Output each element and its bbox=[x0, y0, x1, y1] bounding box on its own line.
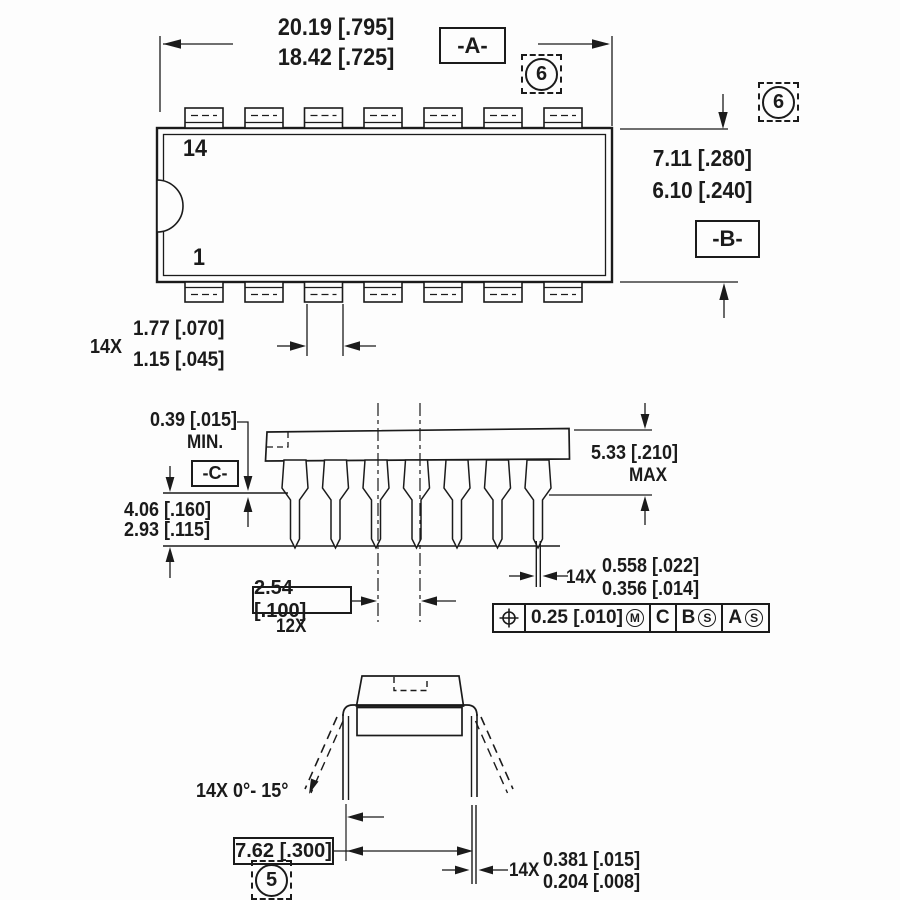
lead-thickness-qty: 14X bbox=[566, 567, 597, 588]
position-tolerance-icon bbox=[499, 608, 519, 628]
dim-standoff-min: 0.39 [.015] bbox=[150, 409, 238, 431]
dim-pitch-basic: 2.54 [.100] bbox=[252, 577, 352, 622]
fcf-datum3-letter: A bbox=[728, 607, 743, 628]
fcf-tolerance-value: 0.25 [.010] bbox=[531, 607, 623, 628]
datum-c-flag: -C- bbox=[191, 460, 239, 487]
dim-package-length-max: 20.19 [.795] bbox=[277, 14, 395, 41]
dim-end-lead-thickness-max: 0.381 [.015] bbox=[543, 849, 641, 871]
fcf-symbol-cell bbox=[492, 603, 526, 633]
note-5-number: 5 bbox=[255, 863, 288, 897]
fcf-datum1-cell: C bbox=[648, 603, 677, 633]
standoff-qualifier: MIN. bbox=[187, 432, 224, 453]
fcf-datum3-cell: A S bbox=[721, 603, 771, 633]
dim-lead-angle: 14X 0°- 15° bbox=[196, 780, 289, 802]
dim-lead-width-max: 1.77 [.070] bbox=[133, 317, 225, 340]
fcf-tolerance-cell: 0.25 [.010] M bbox=[524, 603, 651, 633]
end-view-linework bbox=[304, 675, 514, 884]
dim-lead-thickness-max: 0.558 [.022] bbox=[602, 555, 700, 577]
dim-end-lead-thickness-min: 0.204 [.008] bbox=[543, 871, 641, 893]
datum-a-flag: -A- bbox=[439, 27, 506, 64]
material-modifier-s: S bbox=[745, 609, 764, 627]
height-qualifier: MAX bbox=[629, 465, 668, 486]
dim-lead-width-min: 1.15 [.045] bbox=[133, 348, 225, 371]
side-view-linework bbox=[163, 403, 652, 622]
note-6-number: 6 bbox=[762, 85, 795, 119]
notch-hidden-line bbox=[393, 677, 428, 692]
pin1-index-notch bbox=[156, 179, 184, 233]
fcf-datum2-cell: B S bbox=[674, 603, 724, 633]
dim-body-width-max: 7.11 [.280] bbox=[652, 145, 752, 171]
note-6-flag-right: 6 bbox=[758, 82, 799, 122]
note-6-number: 6 bbox=[525, 57, 558, 91]
end-lead-thickness-qty: 14X bbox=[509, 860, 540, 881]
dim-body-width-min: 6.10 [.240] bbox=[652, 177, 753, 203]
lead-width-qty: 14X bbox=[90, 336, 123, 358]
dim-lead-length-max: 4.06 [.160] bbox=[124, 499, 212, 521]
dim-package-length-min: 18.42 [.725] bbox=[277, 44, 395, 71]
pin-14-label: 14 bbox=[183, 135, 208, 162]
dim-lead-length-min: 2.93 [.115] bbox=[124, 519, 211, 541]
material-modifier-m: M bbox=[625, 609, 644, 627]
feature-control-frame: 0.25 [.010] M C B S A S bbox=[492, 603, 771, 633]
pitch-qty: 12X bbox=[276, 616, 307, 637]
datum-b-flag: -B- bbox=[695, 220, 760, 258]
dim-lead-thickness-min: 0.356 [.014] bbox=[602, 578, 700, 600]
pin-1-label: 1 bbox=[193, 244, 206, 271]
note-5-flag: 5 bbox=[251, 860, 292, 900]
fcf-datum2-letter: B bbox=[681, 607, 696, 628]
top-view-linework bbox=[155, 36, 738, 356]
material-modifier-s: S bbox=[698, 609, 717, 627]
note-6-flag-top: 6 bbox=[521, 54, 562, 94]
dim-height-max: 5.33 [.210] bbox=[591, 442, 679, 464]
